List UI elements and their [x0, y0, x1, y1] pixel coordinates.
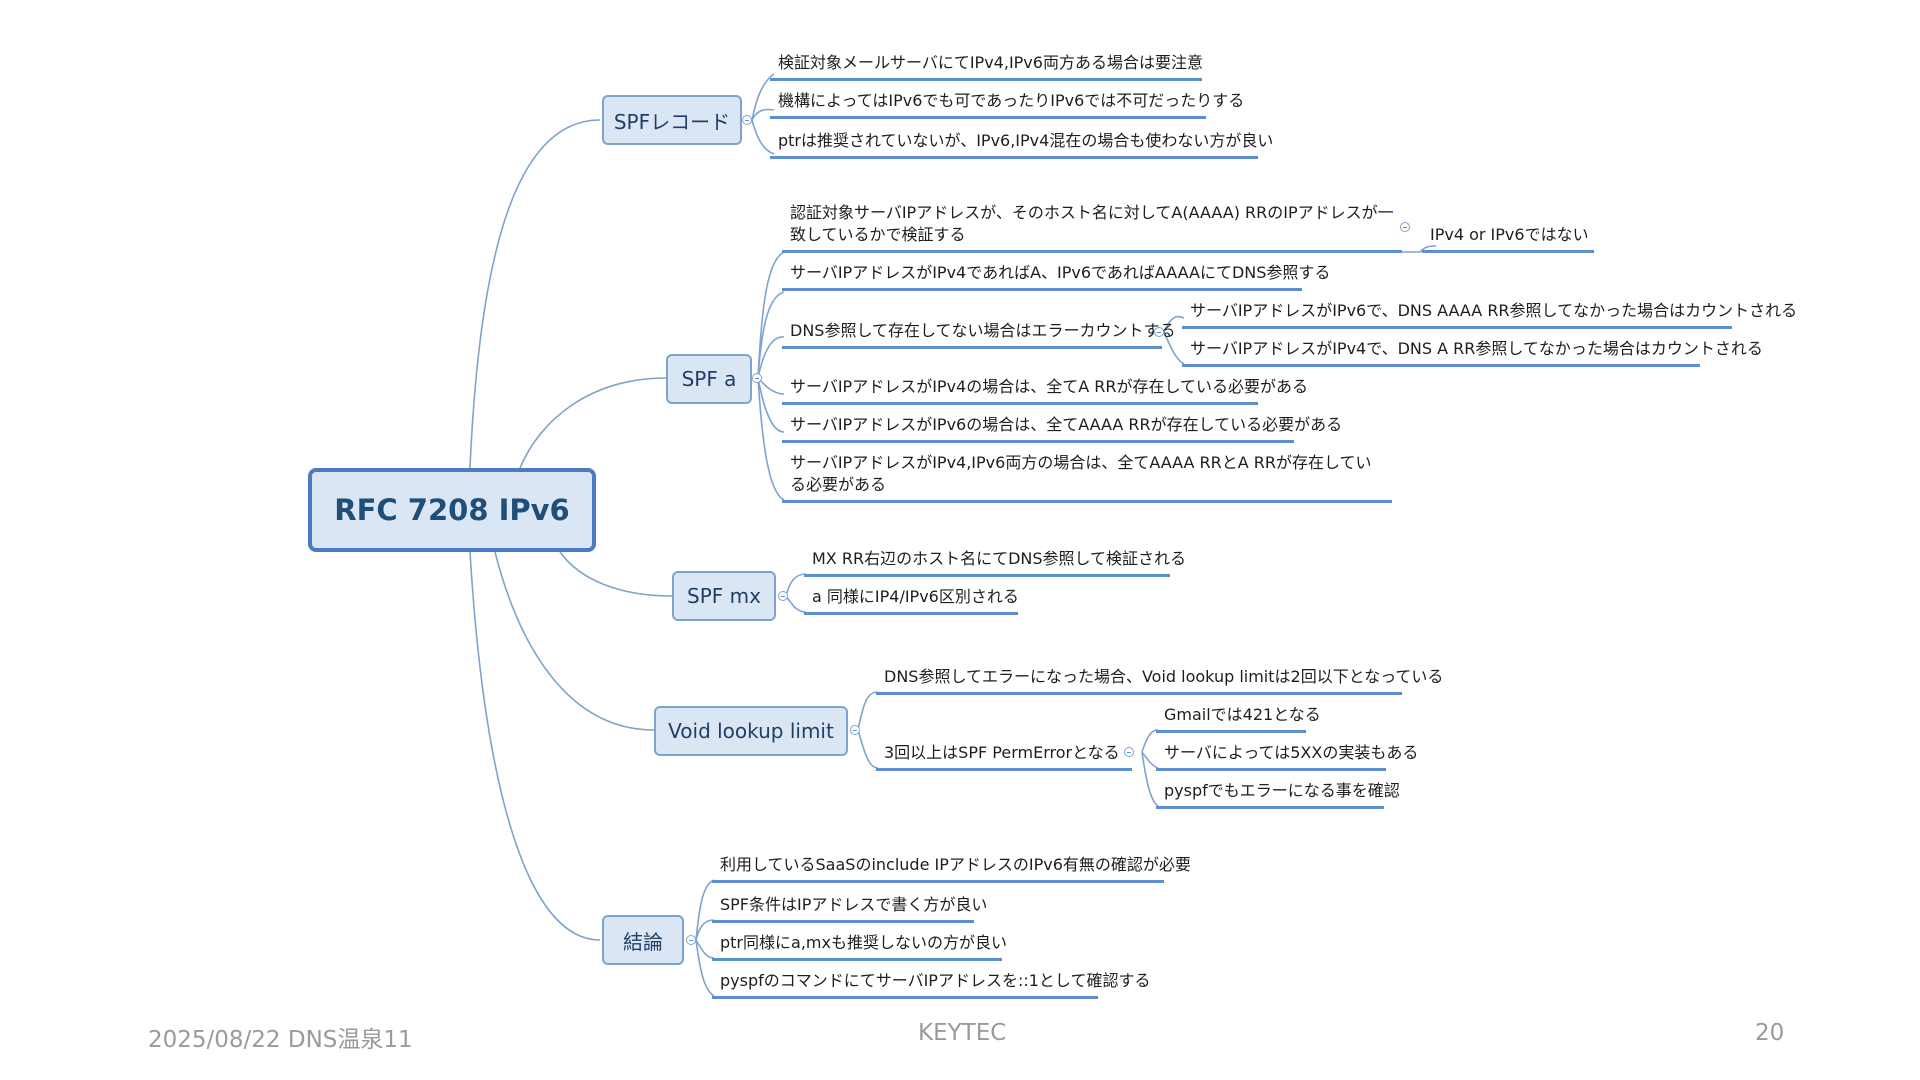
footer-date-event: 2025/08/22 DNS温泉11 — [148, 1027, 413, 1053]
leaf-item[interactable]: 利用しているSaaSのinclude IPアドレスのIPv6有無の確認が必要 — [712, 854, 1191, 883]
collapse-icon[interactable] — [1400, 222, 1410, 232]
collapse-icon[interactable] — [752, 373, 762, 383]
leaf-item[interactable]: サーバIPアドレスがIPv4であればA、IPv6であればAAAAにてDNS参照す… — [782, 262, 1330, 291]
branch-conclusion[interactable]: 結論 — [602, 915, 684, 965]
leaf-item[interactable]: サーバによっては5XXの実装もある — [1156, 742, 1418, 771]
footer-page-number: 20 — [1755, 1020, 1785, 1046]
branch-spf-record[interactable]: SPFレコード — [602, 95, 742, 145]
link-root-spf-a — [519, 377, 667, 469]
leaf-item[interactable]: サーバIPアドレスがIPv4,IPv6両方の場合は、全てAAAA RRとA RR… — [782, 452, 1392, 503]
leaf-item[interactable]: DNS参照して存在してない場合はエラーカウントする — [782, 320, 1176, 349]
leaf-item[interactable]: MX RR右辺のホスト名にてDNS参照して検証される — [804, 548, 1186, 577]
leaf-item[interactable]: DNS参照してエラーになった場合、Void lookup limitは2回以下と… — [876, 666, 1443, 695]
collapse-icon[interactable] — [850, 725, 860, 735]
leaf-item[interactable]: 3回以上はSPF PermErrorとなる — [876, 742, 1132, 771]
leaf-item[interactable]: サーバIPアドレスがIPv6で、DNS AAAA RR参照してなかった場合はカウ… — [1182, 300, 1797, 329]
leaf-item[interactable]: サーバIPアドレスがIPv4の場合は、全てA RRが存在している必要がある — [782, 376, 1308, 405]
link-root-spf-record — [469, 119, 601, 469]
leaf-item[interactable]: SPF条件はIPアドレスで書く方が良い — [712, 894, 987, 923]
footer-company: KEYTEC — [918, 1020, 1007, 1046]
collapse-icon[interactable] — [1124, 747, 1134, 757]
link-root-conclusion — [469, 551, 601, 941]
branch-label: SPF a — [681, 367, 737, 391]
leaf-item[interactable]: ptrは推奨されていないが、IPv6,IPv4混在の場合も使わない方が良い — [770, 130, 1273, 159]
leaf-item[interactable]: サーバIPアドレスがIPv4で、DNS A RR参照してなかった場合はカウントさ… — [1182, 338, 1763, 367]
branch-label: Void lookup limit — [668, 719, 834, 743]
leaf-item[interactable]: pyspfでもエラーになる事を確認 — [1156, 780, 1400, 809]
collapse-icon[interactable] — [686, 935, 696, 945]
leaf-item[interactable]: ptr同様にa,mxも推奨しないの方が良い — [712, 932, 1007, 961]
branch-label: SPF mx — [687, 584, 761, 608]
leaf-item[interactable]: IPv4 or IPv6ではない — [1422, 224, 1594, 253]
leaf-item[interactable]: pyspfのコマンドにてサーバIPアドレスを::1として確認する — [712, 970, 1150, 999]
root-node[interactable]: RFC 7208 IPv6 — [308, 468, 596, 552]
root-label: RFC 7208 IPv6 — [334, 493, 570, 527]
leaf-item[interactable]: 検証対象メールサーバにてIPv4,IPv6両方ある場合は要注意 — [770, 52, 1203, 81]
branch-spf-a[interactable]: SPF a — [666, 354, 752, 404]
leaf-item[interactable]: 認証対象サーバIPアドレスが、そのホスト名に対してA(AAAA) RRのIPアド… — [782, 202, 1402, 253]
leaf-item[interactable]: a 同様にIP4/IPv6区別される — [804, 586, 1019, 615]
link-root-void — [494, 551, 655, 731]
leaf-item[interactable]: Gmailでは421となる — [1156, 704, 1321, 733]
branch-label: 結論 — [623, 929, 663, 954]
collapse-icon[interactable] — [1154, 327, 1164, 337]
collapse-icon[interactable] — [742, 115, 752, 125]
leaf-item[interactable]: 機構によってはIPv6でも可であったりIPv6では不可だったりする — [770, 90, 1244, 119]
leaf-item[interactable]: サーバIPアドレスがIPv6の場合は、全てAAAA RRが存在している必要がある — [782, 414, 1342, 443]
branch-spf-mx[interactable]: SPF mx — [672, 571, 776, 621]
link-root-spf-mx — [559, 551, 673, 597]
collapse-icon[interactable] — [778, 591, 788, 601]
branch-label: SPFレコード — [613, 109, 731, 134]
branch-void-lookup-limit[interactable]: Void lookup limit — [654, 706, 848, 756]
